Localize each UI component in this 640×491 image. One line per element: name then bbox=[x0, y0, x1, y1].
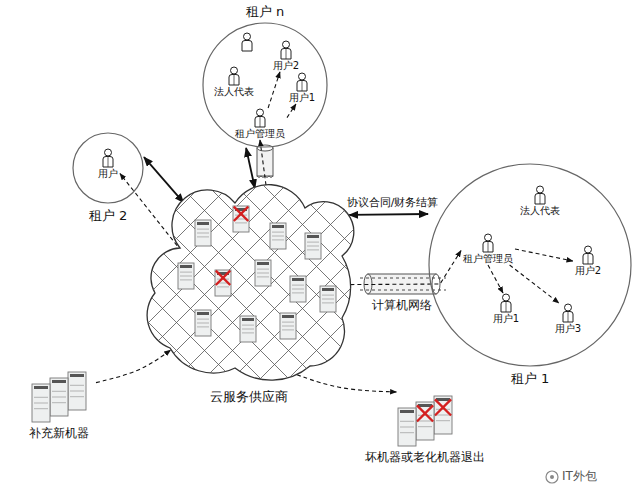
tenant-name: 租户 2 bbox=[89, 208, 127, 224]
machine-label: 坏机器或老化机器退出 bbox=[360, 450, 490, 465]
person-role: 用户1 bbox=[491, 313, 521, 325]
server-icon bbox=[280, 313, 296, 339]
server-icon bbox=[398, 408, 416, 446]
person-node: 法人代表 bbox=[518, 185, 562, 217]
person-role: 法人代表 bbox=[212, 86, 256, 98]
person-icon bbox=[242, 33, 252, 51]
dashed-arrow bbox=[515, 249, 573, 261]
person-icon bbox=[533, 185, 547, 205]
person-icon bbox=[227, 66, 241, 86]
person-node: 租户管理员 bbox=[461, 233, 515, 265]
server-stack-icon bbox=[360, 392, 490, 450]
server-icon bbox=[233, 206, 249, 232]
server-stack: 补充新机器 bbox=[22, 368, 96, 441]
cloud-provider: 云服务供应商 bbox=[140, 178, 358, 383]
server-icon bbox=[240, 316, 256, 342]
dashed-arrow bbox=[510, 265, 559, 303]
network-label: 计算机网络 bbox=[372, 298, 432, 313]
dashed-arrow bbox=[488, 265, 503, 293]
network-grid bbox=[0, 178, 640, 383]
double-arrow bbox=[144, 157, 184, 202]
person-role: 法人代表 bbox=[518, 205, 562, 217]
person-role: 用户3 bbox=[553, 323, 583, 335]
server-icon bbox=[195, 220, 211, 246]
dashed-arrow bbox=[287, 104, 296, 118]
server-icon bbox=[50, 378, 68, 416]
server-icon bbox=[215, 270, 231, 296]
person-icon bbox=[499, 293, 513, 313]
server-icon bbox=[255, 260, 271, 286]
person-icon bbox=[561, 303, 575, 323]
person-icon bbox=[101, 148, 115, 168]
server-stack-icon bbox=[22, 368, 96, 426]
dashed-arrow bbox=[350, 251, 461, 285]
network-pipe bbox=[257, 145, 273, 178]
person-role: 租户管理员 bbox=[233, 128, 287, 140]
person-node: 租户管理员 bbox=[233, 108, 287, 140]
cloud-label: 云服务供应商 bbox=[210, 389, 288, 405]
watermark: IT外包 bbox=[562, 469, 597, 484]
server-icon bbox=[68, 372, 86, 410]
double-arrow bbox=[246, 148, 255, 188]
person-role: 租户管理员 bbox=[461, 253, 515, 265]
person-node: 法人代表 bbox=[212, 66, 256, 98]
person-role: 用户1 bbox=[287, 92, 317, 104]
person-icon bbox=[295, 72, 309, 92]
dashed-arrow bbox=[268, 72, 280, 108]
tenant-name: 租户 n bbox=[246, 4, 284, 20]
tenant-circle: 法人代表用户2用户1租户管理员租户 n bbox=[202, 22, 328, 148]
server-icon bbox=[416, 402, 434, 440]
person-node: 用户3 bbox=[553, 303, 583, 335]
person-node: 用户 bbox=[96, 148, 120, 180]
person-node: 用户2 bbox=[573, 245, 603, 277]
tenant-circle-outline bbox=[428, 163, 632, 367]
server-icon bbox=[270, 223, 286, 249]
server-icon bbox=[178, 263, 194, 289]
person-node: 用户1 bbox=[287, 72, 317, 104]
person-role: 用户2 bbox=[573, 265, 603, 277]
person-node: 用户2 bbox=[271, 40, 301, 72]
tenant-circle: 法人代表租户管理员用户2用户1用户3租户 1 bbox=[428, 163, 632, 367]
edge-label: 协议合同/财务结算 bbox=[345, 196, 441, 210]
server-icon bbox=[434, 396, 452, 434]
dashed-arrow bbox=[297, 375, 396, 392]
person-icon bbox=[581, 245, 595, 265]
server-icon bbox=[320, 286, 336, 312]
person-icon bbox=[481, 233, 495, 253]
cloud-outline bbox=[140, 178, 358, 383]
server-stack: 坏机器或老化机器退出 bbox=[360, 392, 490, 465]
server-icon bbox=[290, 276, 306, 302]
person-role: 用户 bbox=[96, 168, 120, 180]
person-icon bbox=[253, 108, 267, 128]
tenant-name: 租户 1 bbox=[511, 371, 549, 387]
person-role: 用户2 bbox=[271, 60, 301, 72]
person-node: 用户1 bbox=[491, 293, 521, 325]
watermark-icon bbox=[546, 471, 558, 483]
machine-label: 补充新机器 bbox=[22, 426, 96, 441]
dashed-arrow bbox=[96, 350, 171, 382]
tenant-circle: 用户租户 2 bbox=[72, 132, 144, 204]
person-icon bbox=[279, 40, 293, 60]
server-icon bbox=[305, 233, 321, 259]
double-arrow bbox=[349, 213, 428, 216]
server-icon bbox=[195, 310, 211, 336]
server-icon bbox=[32, 384, 50, 422]
dashed-arrow bbox=[120, 174, 177, 246]
